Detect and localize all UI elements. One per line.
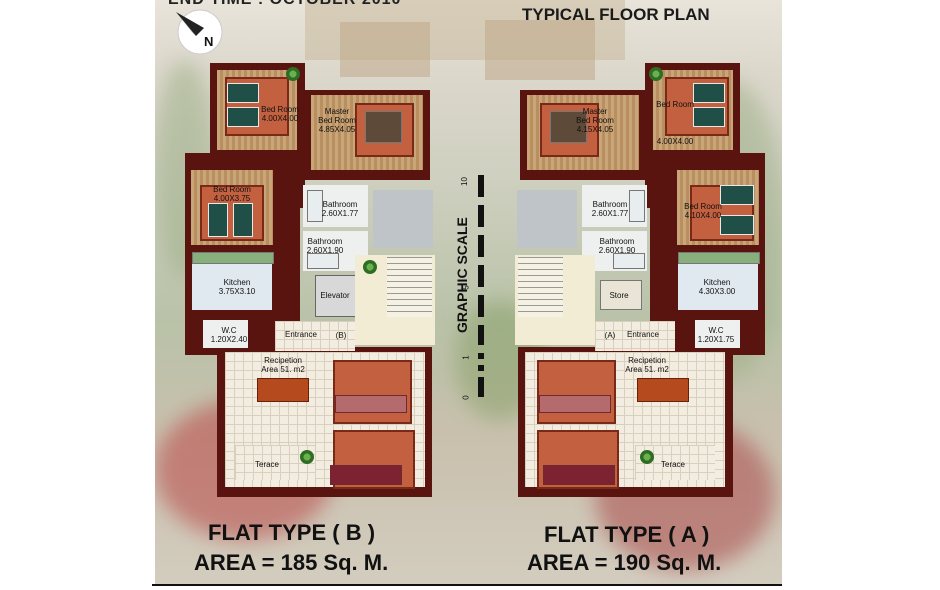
- scale-tick-10: 10: [459, 177, 469, 186]
- graphic-scale: 10 5 1 0: [460, 175, 518, 405]
- scale-tick-0: 0: [461, 395, 471, 400]
- scale-title: GRAPHIC SCALE: [454, 217, 470, 333]
- bottom-rule: [152, 584, 782, 586]
- terrace-label: Terace: [660, 460, 686, 469]
- elevator: [315, 275, 357, 317]
- staircase: [518, 257, 563, 317]
- entrance-label: Entrance: [284, 330, 318, 339]
- entrance-label: Entrance: [626, 330, 660, 339]
- dining-table: [257, 378, 309, 402]
- north-label: N: [204, 34, 213, 49]
- dining-table: [637, 378, 689, 402]
- flat-b-area: AREA = 185 Sq. M.: [194, 550, 389, 575]
- entrance-tag: (B): [335, 331, 347, 340]
- north-arrow-icon: N: [170, 6, 230, 58]
- terrace-label: Terace: [254, 460, 280, 469]
- wc: [203, 320, 248, 348]
- entrance-tag: (A): [604, 331, 616, 340]
- bedroom-1-dims: 4.00X4.00: [656, 137, 694, 146]
- scale-tick-1: 1: [461, 355, 471, 360]
- flat-a-type: FLAT TYPE ( A ): [544, 522, 710, 547]
- flat-b-type: FLAT TYPE ( B ): [208, 520, 376, 545]
- page-title: TYPICAL FLOOR PLAN: [522, 5, 710, 24]
- staircase: [387, 257, 432, 317]
- bedroom-1-label: Bed Room: [656, 100, 694, 109]
- store: [600, 280, 642, 310]
- store-label: Store: [609, 291, 629, 300]
- entrance: [595, 321, 675, 351]
- elevator-label: Elevator: [320, 291, 350, 300]
- wc: [695, 320, 740, 348]
- banner-text: END TIME : OCTOBER 2010: [168, 0, 401, 9]
- entrance: [275, 321, 355, 351]
- flat-a-area: AREA = 190 Sq. M.: [527, 550, 722, 575]
